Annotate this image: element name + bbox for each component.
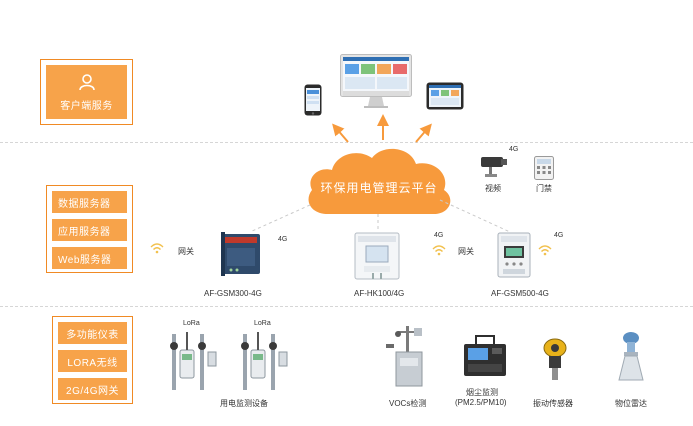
level-radar-label: 物位雷达 xyxy=(615,399,647,408)
gateway-2-name: AF-HK100/4G xyxy=(354,289,405,298)
phone-icon xyxy=(304,84,322,116)
level-radar-icon xyxy=(618,332,644,381)
arrow-icon xyxy=(332,114,432,143)
user-icon xyxy=(78,73,95,90)
lora-box: LORA无线 xyxy=(58,350,127,372)
meter-label: 多功能仪表 xyxy=(66,329,119,341)
dust-monitor-icon xyxy=(464,335,506,376)
app-server-box: 应用服务器 xyxy=(52,219,127,241)
vocs-station-icon xyxy=(386,326,423,387)
gateway-1-link-label: 网关 xyxy=(178,247,194,256)
power-monitor-device-icon xyxy=(170,332,217,390)
wifi-icon xyxy=(150,243,164,254)
gateway-1-name: AF-GSM300-4G xyxy=(204,289,262,298)
power-monitor-device-icon xyxy=(241,332,288,390)
tablet-icon xyxy=(426,82,464,110)
vibration-sensor-label: 振动传感器 xyxy=(533,399,573,408)
gateway-3-signal-label: 4G xyxy=(554,232,564,239)
client-layer-box: 客户端服务 xyxy=(46,65,127,119)
video-label: 视频 xyxy=(485,184,501,193)
gateway-1-signal-label: 4G xyxy=(278,236,288,243)
desktop-monitor-icon xyxy=(340,54,412,108)
video-signal-label: 4G xyxy=(509,146,519,153)
gateway-label: 2G/4G网关 xyxy=(66,385,119,397)
app-server-label: 应用服务器 xyxy=(58,226,111,238)
gateway-3-name: AF-GSM500-4G xyxy=(491,289,549,298)
access-label: 门禁 xyxy=(536,184,552,193)
divider-bottom xyxy=(0,306,693,307)
vibration-sensor-icon xyxy=(543,338,567,380)
lora-tag-1: LoRa xyxy=(183,320,200,327)
camera-icon xyxy=(481,157,507,177)
gateway-1-device-icon xyxy=(221,232,260,276)
lora-tag-2: LoRa xyxy=(254,320,271,327)
gateway-3-device-icon xyxy=(497,232,531,278)
meter-box: 多功能仪表 xyxy=(58,322,127,344)
web-server-label: Web服务器 xyxy=(58,254,112,266)
web-server-box: Web服务器 xyxy=(52,247,127,269)
client-layer-label: 客户端服务 xyxy=(60,100,113,112)
vocs-label: VOCs检测 xyxy=(389,399,427,408)
data-server-box: 数据服务器 xyxy=(52,191,127,213)
cloud-platform-title: 环保用电管理云平台 xyxy=(320,181,438,195)
wifi-icon xyxy=(432,245,446,256)
access-control-icon xyxy=(534,156,554,180)
gateway-3-link-label: 网关 xyxy=(458,247,474,256)
gateway-2-device-icon xyxy=(354,232,400,280)
dust-monitor-label-line2: (PM2.5/PM10) xyxy=(455,398,507,407)
cloud-icon xyxy=(308,148,451,214)
dust-monitor-label-line1: 烟尘监测 xyxy=(466,388,498,397)
wifi-icon xyxy=(538,245,552,256)
power-monitor-label: 用电监测设备 xyxy=(220,399,268,408)
gateway-box: 2G/4G网关 xyxy=(58,378,127,400)
gateway-2-signal-label: 4G xyxy=(434,232,444,239)
data-server-label: 数据服务器 xyxy=(58,198,111,210)
divider-top xyxy=(0,142,693,143)
lora-label: LORA无线 xyxy=(67,357,118,369)
